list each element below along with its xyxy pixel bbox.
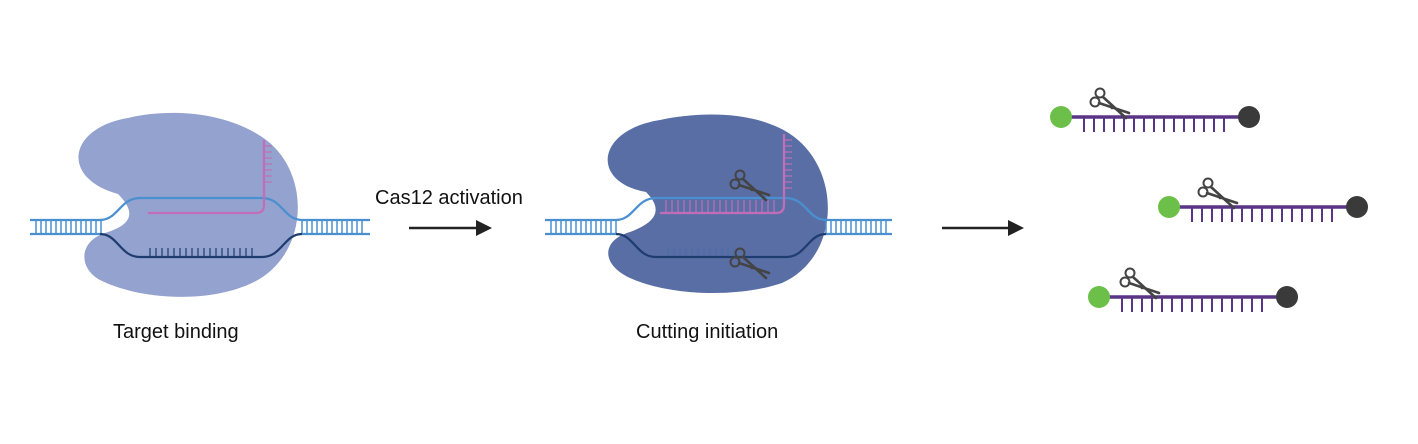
- crrna-handle-rungs-mid: [784, 139, 792, 189]
- cas12-protein-active: [607, 114, 828, 294]
- cutting-initiation-complex: [545, 114, 892, 294]
- dna-bottom-strand-inner-mid: [615, 232, 827, 259]
- quencher: [1238, 106, 1260, 128]
- scissors-icon: [1197, 177, 1239, 210]
- arrow-right-icon: [409, 220, 492, 236]
- crrna-guide-mid: [660, 134, 786, 215]
- target-strand-rungs: [149, 248, 253, 257]
- dna-mid-rungs: [550, 220, 887, 234]
- dna-top-strand-mid: [545, 196, 892, 222]
- quencher: [1276, 286, 1298, 308]
- crrna-pairing-rungs: [665, 200, 775, 212]
- quencher: [1346, 196, 1368, 218]
- fluorophore: [1050, 106, 1072, 128]
- fluorophore: [1088, 286, 1110, 308]
- reporter-probe-3: [1088, 267, 1298, 312]
- cutting-initiation-label: Cutting initiation: [636, 321, 779, 343]
- dna-bottom-strand-inner: [99, 232, 303, 259]
- arrow-right-icon: [942, 220, 1024, 236]
- crrna-guide: [148, 140, 266, 215]
- crrna-handle-rungs: [264, 145, 272, 183]
- dna-left-rungs: [35, 220, 363, 234]
- activation-label: Cas12 activation: [375, 187, 523, 209]
- fluorophore: [1158, 196, 1180, 218]
- target-strand-rungs-mid: [667, 248, 735, 257]
- dna-top-strand: [30, 196, 370, 222]
- reporter-probe-1: [1050, 87, 1260, 132]
- cas12-protein-inactive: [78, 112, 298, 297]
- scissors-icon: [1119, 267, 1161, 300]
- scissors-icon: [1089, 87, 1131, 120]
- reporter-probe-2: [1158, 177, 1368, 222]
- target-binding-label: Target binding: [113, 321, 239, 343]
- target-binding-complex: [30, 112, 370, 297]
